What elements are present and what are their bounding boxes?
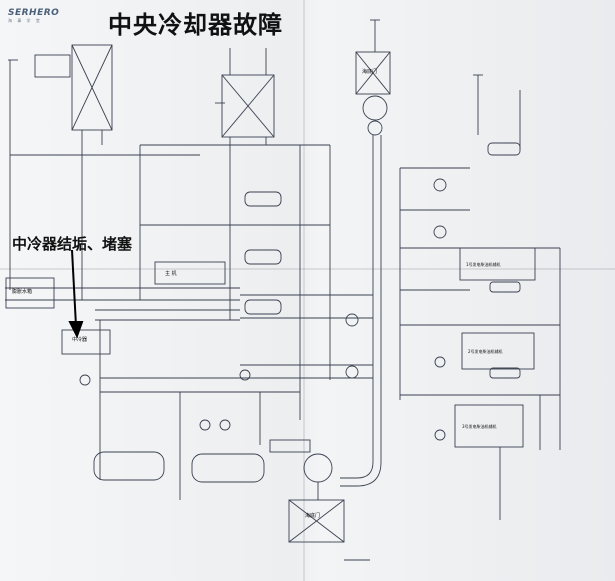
- tank-left-label: 膨胀水箱: [12, 289, 33, 295]
- generator-3-label: 3号发电柴油机辅机: [462, 424, 497, 429]
- paper-fold-vertical: [303, 0, 305, 581]
- central-cooler: [61, 329, 111, 355]
- seawater-tank-left: [5, 277, 55, 309]
- generator-2: [461, 332, 535, 370]
- main-engine: [154, 261, 226, 285]
- logo: SERHERO 海 事 学 堂: [8, 8, 60, 23]
- generator-1-label: 1号发电柴油机辅机: [466, 262, 501, 267]
- expansion-tank-left: [71, 44, 113, 131]
- generator-3: [454, 404, 524, 448]
- page-title: 中央冷却器故障: [108, 10, 283, 39]
- lt-cooler-1: [93, 451, 165, 481]
- strainer-bottom: [303, 453, 333, 483]
- strainer-top: [362, 95, 388, 121]
- expansion-tank-middle: [221, 74, 275, 138]
- annotation-arrow: [68, 249, 84, 339]
- generator-2-label: 2号发电柴油机辅机: [468, 349, 503, 354]
- fault-annotation: 中冷器结垢、堵塞: [12, 235, 133, 253]
- main-engine-label: 主 机: [165, 271, 177, 277]
- heat-exchanger-1: [244, 191, 282, 207]
- lt-cooler-2: [191, 453, 265, 483]
- sea-chest-top-label: 海底门: [362, 69, 378, 75]
- sea-chest-bottom: [288, 499, 345, 543]
- sea-chest-bottom-label: 海底门: [305, 513, 321, 519]
- sea-chest-top: [355, 51, 391, 95]
- cooler-label: 中冷器: [72, 337, 88, 343]
- paper-fold-horizontal: [0, 268, 615, 270]
